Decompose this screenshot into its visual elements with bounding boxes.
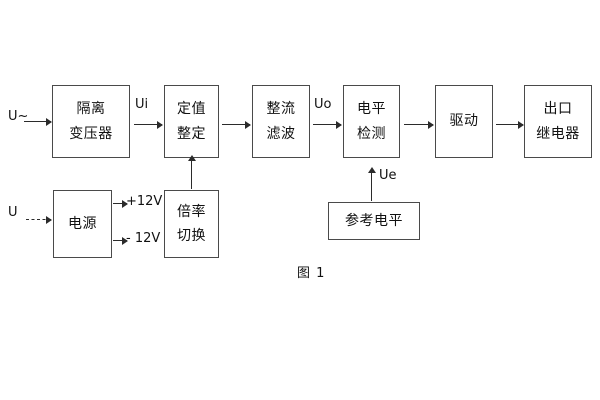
input-label-ac: U~	[8, 109, 29, 124]
arrow-reference-to-level-detect	[368, 167, 376, 201]
block-multiplier-switch: 倍率 切换	[164, 190, 219, 258]
arrow-power-supply-pos12	[113, 200, 128, 208]
block-output-relay: 出口 继电器	[524, 85, 592, 158]
arrow-dc-to-power-supply	[26, 216, 52, 224]
signal-label-neg12: - 12V	[126, 231, 161, 246]
arrow-drive-to-output-relay	[496, 121, 524, 129]
arrow-ac-to-isolation	[24, 118, 52, 126]
arrow-level-detect-to-drive	[404, 121, 434, 129]
block-rectify-filter: 整流 滤波	[252, 85, 310, 158]
block-level-detect-line2: 检测	[357, 125, 386, 142]
block-setting-value-line1: 定值	[177, 101, 206, 117]
block-isolation-transformer: 隔离 变压器	[52, 85, 130, 158]
block-reference-level: 参考电平	[328, 202, 420, 240]
figure-caption: 图 1	[297, 266, 326, 281]
block-multiplier-switch-line2: 切换	[177, 228, 206, 244]
block-level-detect: 电平 检测	[343, 85, 400, 158]
block-isolation-transformer-line2: 变压器	[69, 125, 113, 142]
block-power-supply: 电源	[53, 190, 112, 258]
block-level-detect-line1: 电平	[357, 101, 386, 117]
block-setting-value-line2: 整定	[177, 125, 206, 142]
block-output-relay-line1: 出口	[543, 101, 573, 117]
signal-label-ue: Ue	[379, 168, 397, 183]
block-drive-line1: 驱动	[449, 113, 479, 130]
signal-label-uo: Uo	[314, 97, 332, 112]
arrow-isolation-to-setting	[134, 121, 163, 129]
block-reference-level-line1: 参考电平	[345, 212, 403, 229]
block-multiplier-switch-line1: 倍率	[177, 203, 206, 220]
block-output-relay-line2: 继电器	[536, 125, 580, 142]
arrow-rectify-to-level-detect	[313, 121, 342, 129]
arrow-multiplier-to-setting	[188, 155, 196, 189]
arrow-power-supply-neg12	[113, 237, 128, 245]
block-rectify-filter-line2: 滤波	[266, 125, 296, 142]
block-drive: 驱动	[435, 85, 493, 158]
arrow-setting-to-rectify	[222, 121, 251, 129]
block-rectify-filter-line1: 整流	[266, 101, 296, 117]
block-setting-value: 定值 整定	[164, 85, 219, 158]
block-power-supply-line1: 电源	[68, 215, 97, 232]
signal-label-ui: Ui	[135, 97, 149, 112]
block-isolation-transformer-line1: 隔离	[76, 101, 106, 117]
signal-label-pos12: +12V	[126, 194, 163, 209]
input-label-dc: U	[8, 205, 18, 220]
